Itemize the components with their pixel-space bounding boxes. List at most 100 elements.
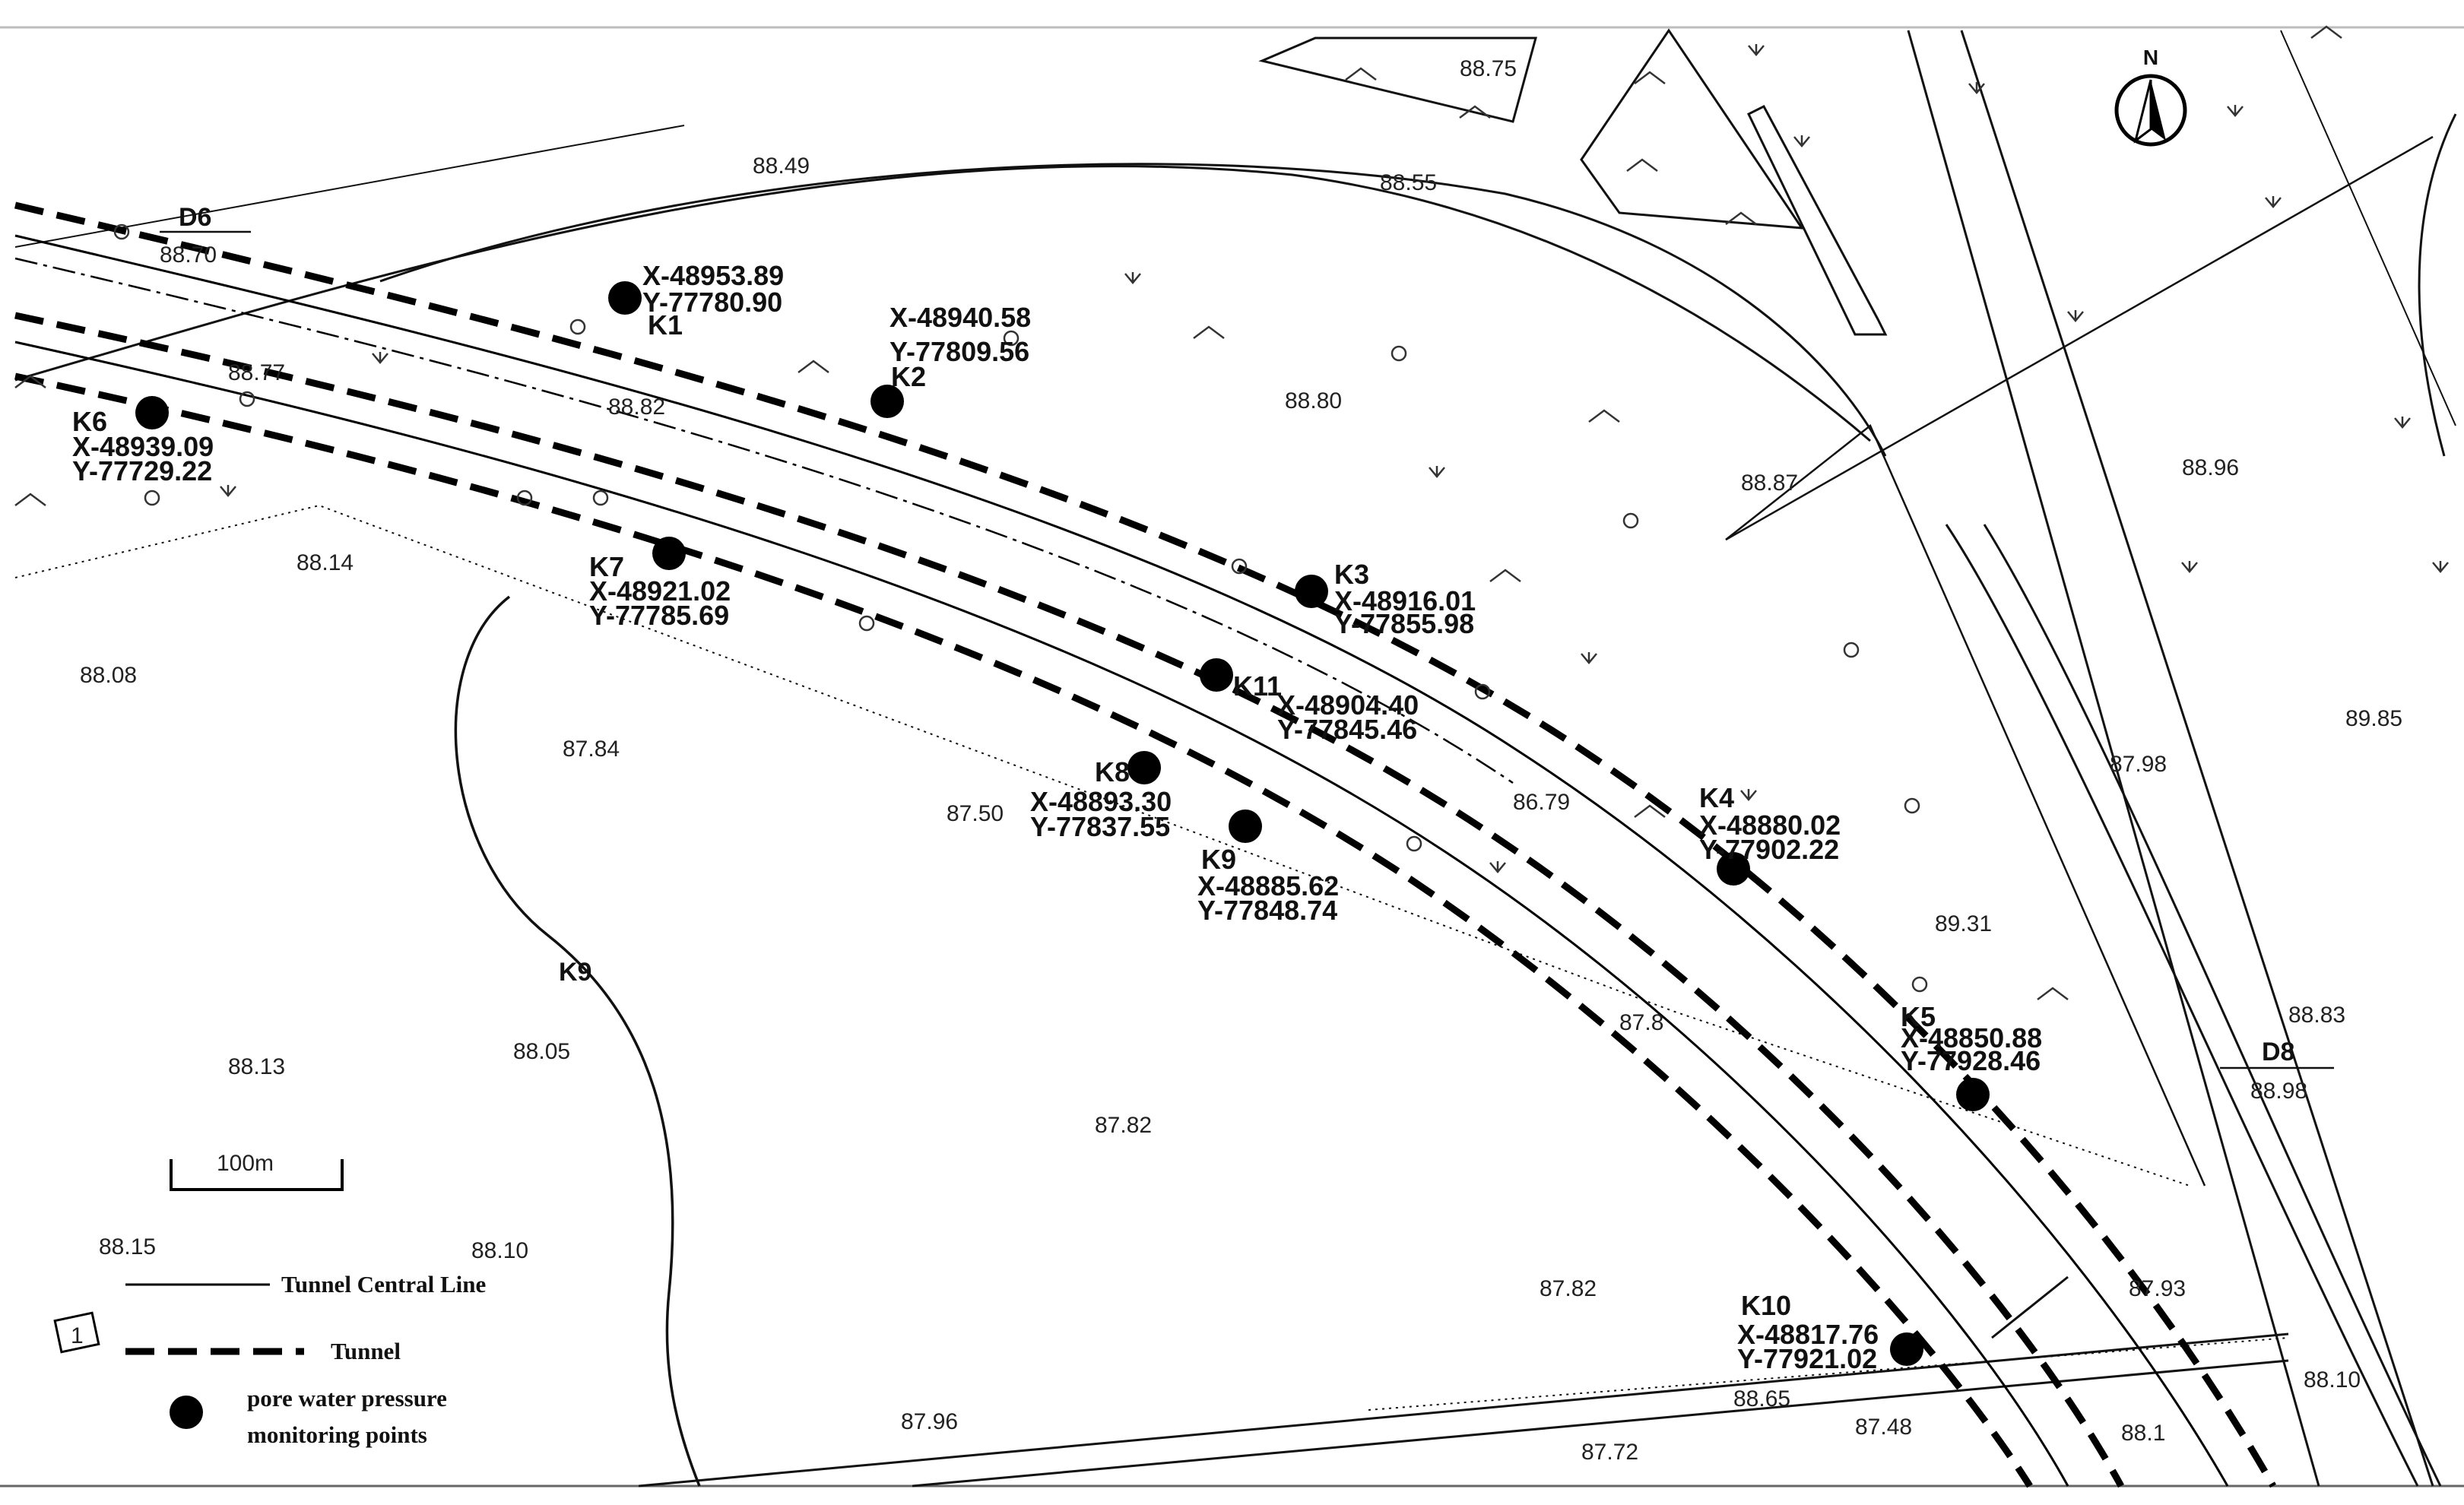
monitoring-point-k4 (1717, 852, 1750, 886)
section-d8: D8 88.98 (2220, 1038, 2334, 1104)
k10-x: X-48817.76 (1737, 1319, 1879, 1350)
elevation-label: 89.85 (2345, 706, 2402, 731)
right-road-3 (2280, 30, 2456, 426)
section-d6-id: D6 (179, 203, 211, 232)
road-network (14, 28, 2457, 1488)
legend-point-label-1: pore water pressure (247, 1385, 447, 1412)
terrain-markers (113, 223, 1928, 993)
tunnel-line-2 (14, 312, 2124, 1488)
monitoring-point-k6 (135, 396, 169, 429)
traffic-island-2 (1580, 28, 1804, 230)
north-arrow: N (2114, 46, 2187, 147)
k9-x: X-48885.62 (1197, 870, 1339, 901)
right-road-5 (1983, 524, 2442, 1487)
monitoring-point-k5 (1956, 1078, 1990, 1111)
monitoring-points: K1 X-48953.89 Y-77780.90 K2 X-48940.58 Y… (72, 260, 2042, 1374)
elevation-label: 87.98 (2110, 752, 2167, 777)
k8-x: X-48893.30 (1030, 786, 1172, 817)
elevation-label: 87.72 (1581, 1440, 1638, 1465)
monitoring-point-k9 (1229, 810, 1262, 843)
elevation-label: 88.82 (608, 394, 665, 420)
k4-x: X-48880.02 (1699, 810, 1841, 841)
monitoring-point-k3 (1295, 575, 1328, 608)
tunnel-central-line-1 (14, 234, 2229, 1487)
legend-box-symbol (53, 1311, 100, 1354)
north-label: N (2143, 46, 2158, 69)
k7-x: X-48921.02 (589, 575, 731, 607)
elevation-label: 87.82 (1095, 1113, 1152, 1138)
monitoring-point-k11 (1200, 658, 1233, 692)
elevation-label: 88.75 (1460, 56, 1517, 81)
traffic-island-1 (1258, 36, 1537, 123)
scale-label: 100m (217, 1151, 274, 1176)
elevation-label: 87.96 (901, 1409, 958, 1434)
elevation-label: 87.82 (1540, 1276, 1597, 1301)
k1-id: K1 (648, 309, 683, 341)
k2-id: K2 (891, 361, 926, 392)
section-d8-id: D8 (2262, 1038, 2294, 1066)
traffic-island-3 (1747, 105, 1888, 336)
legend-point-label-2: monitoring points (247, 1421, 427, 1448)
elevation-label: 88.83 (2288, 1003, 2345, 1028)
k11-x: X-48904.40 (1277, 689, 1419, 721)
k5-x: X-48850.88 (1901, 1022, 2042, 1054)
k2-x: X-48940.58 (890, 302, 1031, 333)
property-line (1725, 424, 2206, 1187)
k3-x: X-48916.01 (1334, 585, 1476, 616)
lower-boundary (14, 504, 2190, 1187)
elevation-label: 87.93 (2129, 1276, 2186, 1301)
legend-tunnel-label: Tunnel (331, 1338, 401, 1364)
k2-y: Y-77809.56 (890, 336, 1029, 367)
elevation-label: 88.1 (2121, 1421, 2165, 1446)
upper-road-inner (14, 165, 1871, 442)
tunnel-centerline-dash (14, 257, 1514, 784)
k3-id: K3 (1334, 559, 1369, 590)
elevation-label: 88.08 (80, 663, 137, 688)
elevation-label: 88.13 (228, 1054, 285, 1079)
tunnel-central-line-2 (14, 341, 2069, 1487)
elevation-label: 88.55 (1380, 170, 1437, 195)
elevation-label: 88.49 (753, 154, 810, 179)
monitoring-point-k2 (870, 385, 904, 418)
elevation-label: 89.31 (1935, 911, 1992, 936)
section-d6-elev: 88.70 (160, 242, 217, 268)
k1-x: X-48953.89 (642, 260, 784, 291)
elevation-label: 88.96 (2182, 455, 2239, 480)
elevation-label: 88.10 (471, 1238, 528, 1263)
k9-y: Y-77848.74 (1197, 895, 1337, 926)
monitoring-point-k10 (1890, 1332, 1923, 1366)
elevation-label: 88.80 (1285, 388, 1342, 413)
legend-point-swatch (170, 1396, 203, 1429)
river-k9-label: K9 (559, 958, 591, 987)
monitoring-point-k8 (1127, 751, 1161, 784)
elevation-label: 88.15 (99, 1234, 156, 1259)
elevation-label: 87.50 (947, 801, 1004, 826)
elevation-label: 87.8 (1619, 1010, 1663, 1035)
elevation-label: 88.10 (2304, 1367, 2361, 1393)
right-edge-curve (2418, 113, 2457, 457)
legend-central-line-label: Tunnel Central Line (281, 1271, 486, 1297)
legend-box-label: 1 (71, 1323, 84, 1348)
k5-id: K5 (1901, 1001, 1936, 1032)
k8-id: K8 (1095, 756, 1130, 787)
upper-road-line (379, 163, 1887, 457)
k4-id: K4 (1699, 782, 1734, 813)
right-road-4 (1945, 524, 2419, 1487)
elevation-labels: 88.49 88.55 88.75 88.77 88.82 88.80 88.8… (80, 56, 2402, 1465)
river-k9 (454, 595, 701, 1487)
tunnel-group (14, 201, 2276, 1488)
elevation-label: 87.48 (1855, 1415, 1912, 1440)
scale-bar: 100m (170, 1151, 344, 1191)
section-d6: D6 88.70 (160, 203, 251, 268)
slope-symbols (14, 25, 2342, 1000)
k11-id: K11 (1233, 670, 1282, 702)
north-arrow-pointer (2151, 80, 2166, 141)
elevation-label: 88.77 (228, 360, 285, 385)
k4-y: Y-77902.22 (1699, 834, 1839, 865)
k10-id: K10 (1741, 1290, 1791, 1321)
tunnel-line-3 (14, 372, 2033, 1488)
section-d8-elev: 88.98 (2250, 1079, 2307, 1104)
k9-id: K9 (1201, 844, 1236, 875)
monitoring-point-k1 (608, 281, 642, 315)
